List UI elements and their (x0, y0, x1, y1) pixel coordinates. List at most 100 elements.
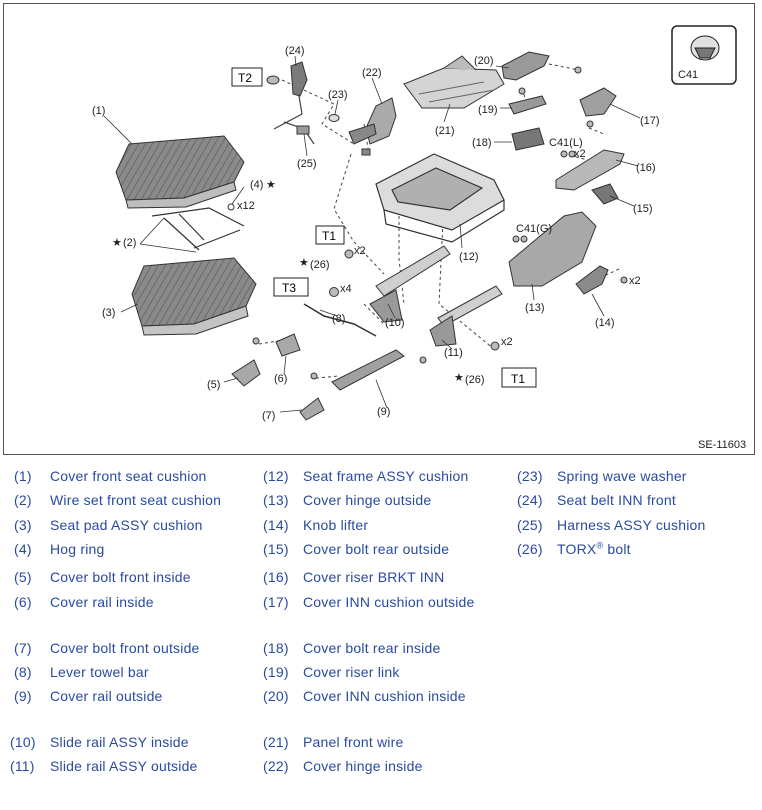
legend-num: (14) (263, 517, 289, 533)
legend-item: (13)Cover hinge outside (263, 492, 431, 508)
legend-name: Cover INN cushion outside (303, 594, 475, 610)
exploded-diagram: C41 T2 T1 T3 T1 (1) ★ (2) (3) (4) ★ x12 … (3, 3, 755, 455)
legend-num: (6) (14, 594, 32, 610)
callout-12: (12) (459, 251, 479, 263)
torque-label-t1-upper: T1 (322, 229, 336, 243)
clip-c41g: C41(G) (516, 223, 552, 235)
legend-item: (26)TORX® bolt (517, 541, 631, 557)
callout-13: (13) (525, 302, 545, 314)
diagram-canvas: C41 T2 T1 T3 T1 (1) ★ (2) (3) (4) ★ x12 … (92, 25, 746, 451)
t2-washer (266, 75, 280, 85)
torque-box-t2: T2 (231, 67, 263, 87)
legend-name: Lever towel bar (50, 664, 149, 680)
wire-set-part (151, 207, 245, 251)
lever-towel-bar-part (303, 303, 377, 337)
cover-inn-cushion-inside-part (501, 51, 550, 81)
seat-belt-part (273, 61, 315, 145)
leader-lines (103, 55, 641, 413)
legend-item: (1)Cover front seat cushion (14, 468, 206, 484)
legend-item: (22)Cover hinge inside (263, 758, 422, 774)
star-4: ★ (266, 179, 276, 191)
torque-label-t1-lower: T1 (511, 372, 525, 386)
callout-18: (18) (472, 137, 492, 149)
legend-num: (8) (14, 664, 32, 680)
qty-x4: x4 (340, 283, 352, 295)
seat-pad-assy-cushion-part (131, 257, 257, 336)
cover-front-seat-cushion-part (115, 135, 245, 209)
legend-item: (8) Lever towel bar (14, 664, 149, 680)
torque-label-t3: T3 (282, 281, 296, 295)
legend-num: (2) (14, 492, 32, 508)
legend-name: Slide rail ASSY outside (50, 758, 198, 774)
qty-x2-upper: x2 (354, 245, 366, 257)
callout-7: (7) (262, 410, 275, 422)
callout-19: (19) (478, 104, 498, 116)
qty-x12: x12 (237, 200, 255, 212)
legend-item: (3)Seat pad ASSY cushion (14, 517, 202, 533)
cover-riser-link-part (508, 95, 547, 115)
callout-5: (5) (207, 379, 220, 391)
callout-2: (2) (123, 237, 136, 249)
legend-name: TORX® bolt (557, 541, 631, 557)
cover-rail-inside-part (275, 333, 301, 357)
legend-item: (19) Cover riser link (263, 664, 399, 680)
callout-26-upper: (26) (310, 259, 330, 271)
callout-4: (4) (250, 179, 263, 191)
legend-name: Panel front wire (303, 734, 404, 750)
torque-box-t3: T3 (273, 277, 309, 297)
legend-num: (23) (517, 468, 543, 484)
seat-frame-assy-part (375, 153, 505, 243)
star-2: ★ (112, 237, 122, 249)
legend-item: (25) Harness ASSY cushion (517, 517, 705, 533)
star-26-upper: ★ (299, 257, 309, 269)
torque-box-t1-upper: T1 (315, 225, 345, 245)
legend-name: Wire set front seat cushion (50, 492, 222, 508)
legend-item: (16)Cover riser BRKT INN (263, 569, 444, 585)
legend-name: Cover bolt front outside (50, 640, 200, 656)
bolts (252, 66, 628, 380)
legend-item: (2) Wire set front seat cushion (14, 492, 221, 508)
callout-20: (20) (474, 55, 494, 67)
spring-wave-washer-part (328, 114, 340, 122)
callouts: (1) ★ (2) (3) (4) ★ x12 (5) (6) (7) (8) … (92, 45, 660, 422)
callout-25: (25) (297, 158, 317, 170)
legend-num: (11) (10, 758, 35, 774)
legend-name: Harness ASSY cushion (557, 517, 706, 533)
callout-23: (23) (328, 89, 348, 101)
clip-c41l: C41(L) (549, 137, 583, 149)
legend-name-sup: ® (596, 540, 604, 551)
cover-bolt-front-inside-part (231, 359, 261, 387)
legend-num: (9) (14, 688, 32, 704)
legend-name: Cover riser BRKT INN (303, 569, 445, 585)
hog-ring-part (227, 203, 235, 211)
legend-num: (19) (263, 664, 289, 680)
legend-name: Cover hinge inside (303, 758, 423, 774)
cover-hinge-inside-part (348, 97, 397, 145)
legend-item: (12)Seat frame ASSY cushion (263, 468, 468, 484)
legend-name: Cover riser link (303, 664, 400, 680)
cover-hinge-outside-part (508, 211, 597, 287)
legend-name: Cover bolt rear inside (303, 640, 441, 656)
cover-rail-outside-part (331, 349, 405, 391)
legend-name: Seat pad ASSY cushion (50, 517, 203, 533)
callout-11: (11) (444, 347, 463, 359)
clip-part (361, 148, 371, 156)
legend-name: Slide rail ASSY inside (50, 734, 189, 750)
c41-box-label: C41 (678, 69, 698, 81)
panel-front-wire-part (403, 55, 505, 109)
callout-10: (10) (385, 317, 405, 329)
cover-riser-brkt-inn-part (555, 149, 625, 191)
legend-name-suffix: bolt (603, 541, 631, 557)
legend-item: (11) Slide rail ASSY outside (10, 758, 197, 774)
legend-num: (7) (14, 640, 32, 656)
legend-name: Seat frame ASSY cushion (303, 468, 469, 484)
legend-item: (10)Slide rail ASSY inside (10, 734, 189, 750)
legend-item: (6)Cover rail inside (14, 594, 154, 610)
legend-item: (17) Cover INN cushion outside (263, 594, 474, 610)
legend-num: (17) (263, 594, 289, 610)
legend-num: (25) (517, 517, 543, 533)
legend-num: (13) (263, 492, 289, 508)
callout-26-lower: (26) (465, 374, 485, 386)
legend-num: (4) (14, 541, 32, 557)
legend-item: (5)Cover bolt front inside (14, 569, 191, 585)
